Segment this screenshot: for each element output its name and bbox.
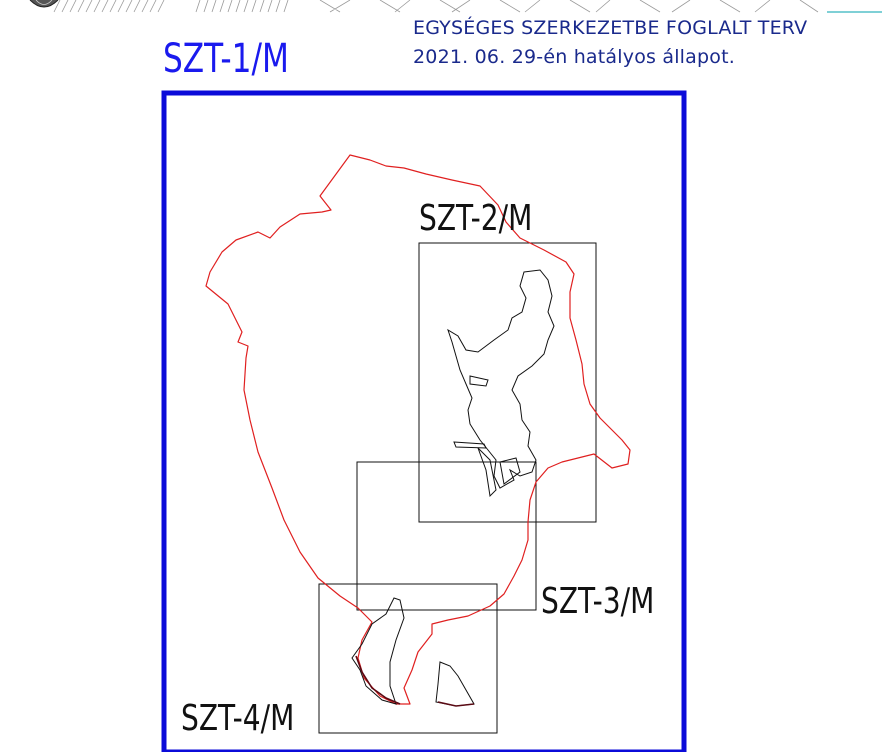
sheet-1-frame	[161, 90, 687, 752]
parcel-strip-b	[453, 441, 487, 449]
header-title: EGYSÉGES SZERKEZETBE FOGLALT TERV	[413, 17, 808, 39]
header-decoration	[29, 0, 819, 13]
southern-parcel-west	[351, 597, 405, 705]
accent-rule	[827, 11, 882, 13]
seal-icon	[29, 0, 59, 8]
municipal-boundary	[205, 154, 631, 705]
southern-edge-dark	[355, 655, 475, 707]
sheet-label-szt-3[interactable]: SZT-3/M	[541, 581, 655, 622]
sheet-title: SZT-1/M	[163, 36, 289, 82]
sheet-label-szt-2[interactable]: SZT-2/M	[419, 198, 533, 239]
sheet-4-frame[interactable]	[318, 583, 498, 734]
southern-parcel-east	[435, 661, 475, 707]
sheet-label-szt-4[interactable]: SZT-4/M	[181, 698, 295, 739]
sheet-3-frame[interactable]	[356, 461, 537, 611]
parcel-strip-c	[477, 447, 497, 498]
parcel-strip-d	[499, 457, 521, 485]
settlement-core-outline	[447, 269, 555, 489]
parcel-strip-a	[469, 375, 489, 387]
sheet-2-frame[interactable]	[418, 242, 597, 523]
header-status-date: 2021. 06. 29-én hatályos állapot.	[413, 46, 735, 68]
hatch-pattern	[53, 0, 819, 13]
